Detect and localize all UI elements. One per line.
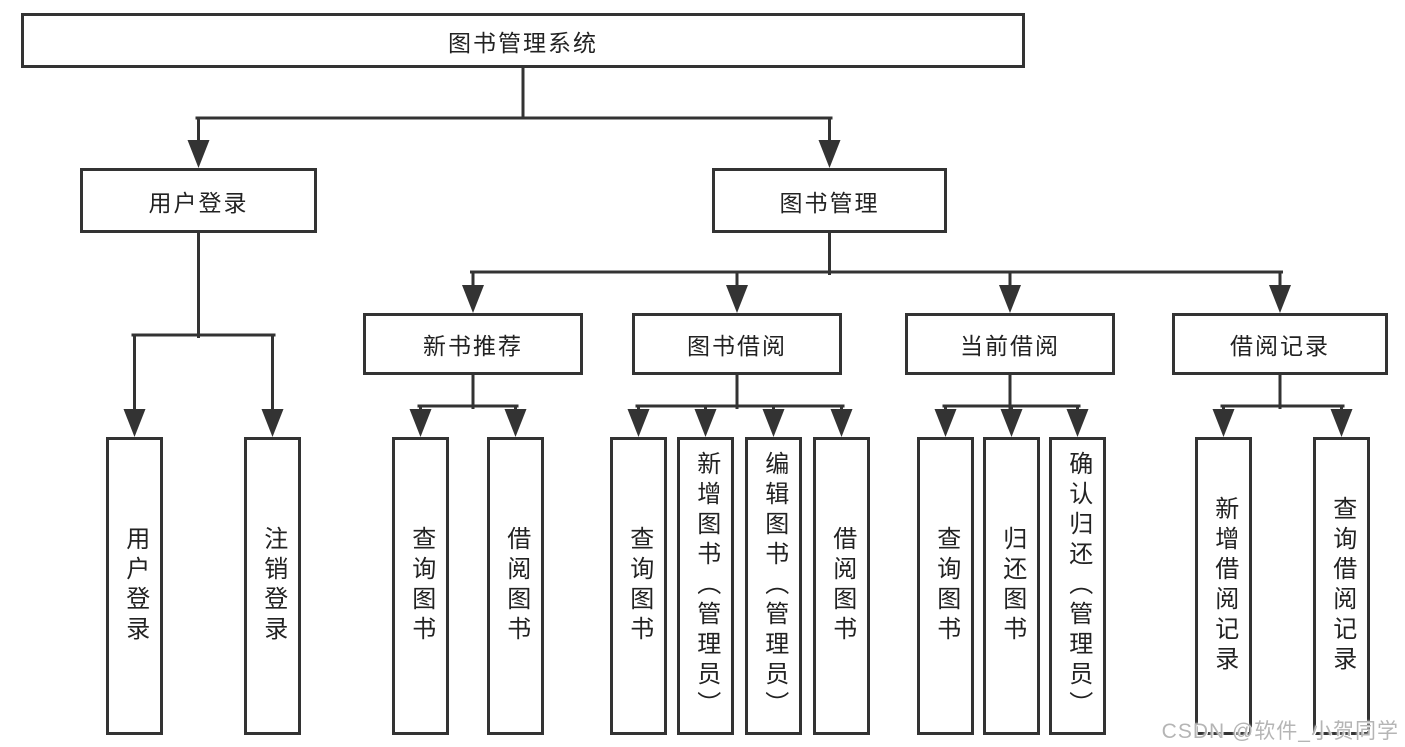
arrow-down-icon xyxy=(123,409,146,437)
leaf-label: 借阅图书 xyxy=(828,526,856,646)
arrow-down-icon xyxy=(1000,409,1023,437)
leaf-label: 查询借阅记录 xyxy=(1328,496,1356,676)
node-label: 图书管理系统 xyxy=(448,29,598,56)
arrow-down-icon xyxy=(762,409,785,437)
node-new-book-recommend: 新书推荐 xyxy=(363,313,583,375)
arrow-down-icon xyxy=(261,409,284,437)
node-library-system: 图书管理系统 xyxy=(21,13,1025,68)
node-book-borrow: 图书借阅 xyxy=(632,313,842,375)
leaf-label: 编辑图书（管理员） xyxy=(760,451,788,721)
node-user-login: 用户登录 xyxy=(80,168,317,233)
arrow-down-icon xyxy=(830,409,853,437)
leaf-query-borrow-record: 查询借阅记录 xyxy=(1313,437,1370,735)
leaf-logout: 注销登录 xyxy=(244,437,301,735)
leaf-confirm-return-admin: 确认归还（管理员） xyxy=(1049,437,1106,735)
node-label: 图书管理 xyxy=(779,189,880,216)
leaf-label: 查询图书 xyxy=(407,526,435,646)
leaf-add-books-admin: 新增图书（管理员） xyxy=(677,437,734,735)
leaf-label: 借阅图书 xyxy=(502,526,530,646)
node-label: 新书推荐 xyxy=(423,333,523,359)
leaf-label: 查询图书 xyxy=(625,526,653,646)
arrow-down-icon xyxy=(818,140,841,168)
arrow-down-icon xyxy=(999,285,1021,313)
leaf-return-books: 归还图书 xyxy=(983,437,1040,735)
leaf-query-books-recommend: 查询图书 xyxy=(392,437,449,735)
arrow-down-icon xyxy=(627,409,650,437)
node-label: 用户登录 xyxy=(148,189,249,216)
leaf-add-borrow-record: 新增借阅记录 xyxy=(1195,437,1252,735)
arrow-down-icon xyxy=(694,409,717,437)
leaf-query-books-current: 查询图书 xyxy=(917,437,974,735)
leaf-label: 确认归还（管理员） xyxy=(1064,451,1092,721)
node-label: 当前借阅 xyxy=(960,333,1060,359)
arrow-down-icon xyxy=(1066,409,1089,437)
leaf-query-books-borrow: 查询图书 xyxy=(610,437,667,735)
arrow-down-icon xyxy=(1269,285,1291,313)
leaf-label: 新增借阅记录 xyxy=(1210,496,1238,676)
node-current-borrow: 当前借阅 xyxy=(905,313,1115,375)
leaf-borrow-books-recommend: 借阅图书 xyxy=(487,437,544,735)
node-label: 图书借阅 xyxy=(687,333,787,359)
arrow-down-icon xyxy=(934,409,957,437)
node-label: 借阅记录 xyxy=(1230,333,1330,359)
leaf-user-login: 用户登录 xyxy=(106,437,163,735)
arrow-down-icon xyxy=(187,140,210,168)
leaf-label: 注销登录 xyxy=(259,526,287,646)
leaf-label: 归还图书 xyxy=(998,526,1026,646)
arrow-down-icon xyxy=(1330,409,1353,437)
arrowheads xyxy=(123,140,1353,437)
node-book-management: 图书管理 xyxy=(712,168,947,233)
arrow-down-icon xyxy=(726,285,748,313)
leaf-borrow-books: 借阅图书 xyxy=(813,437,870,735)
csdn-watermark: CSDN @软件_小贺同学 xyxy=(1161,720,1399,743)
leaf-edit-books-admin: 编辑图书（管理员） xyxy=(745,437,802,735)
node-borrow-records: 借阅记录 xyxy=(1172,313,1388,375)
arrow-down-icon xyxy=(462,285,484,313)
arrow-down-icon xyxy=(409,409,432,437)
leaf-label: 新增图书（管理员） xyxy=(692,451,720,721)
arrow-down-icon xyxy=(504,409,527,437)
arrow-down-icon xyxy=(1212,409,1235,437)
leaf-label: 查询图书 xyxy=(932,526,960,646)
leaf-label: 用户登录 xyxy=(121,526,149,646)
